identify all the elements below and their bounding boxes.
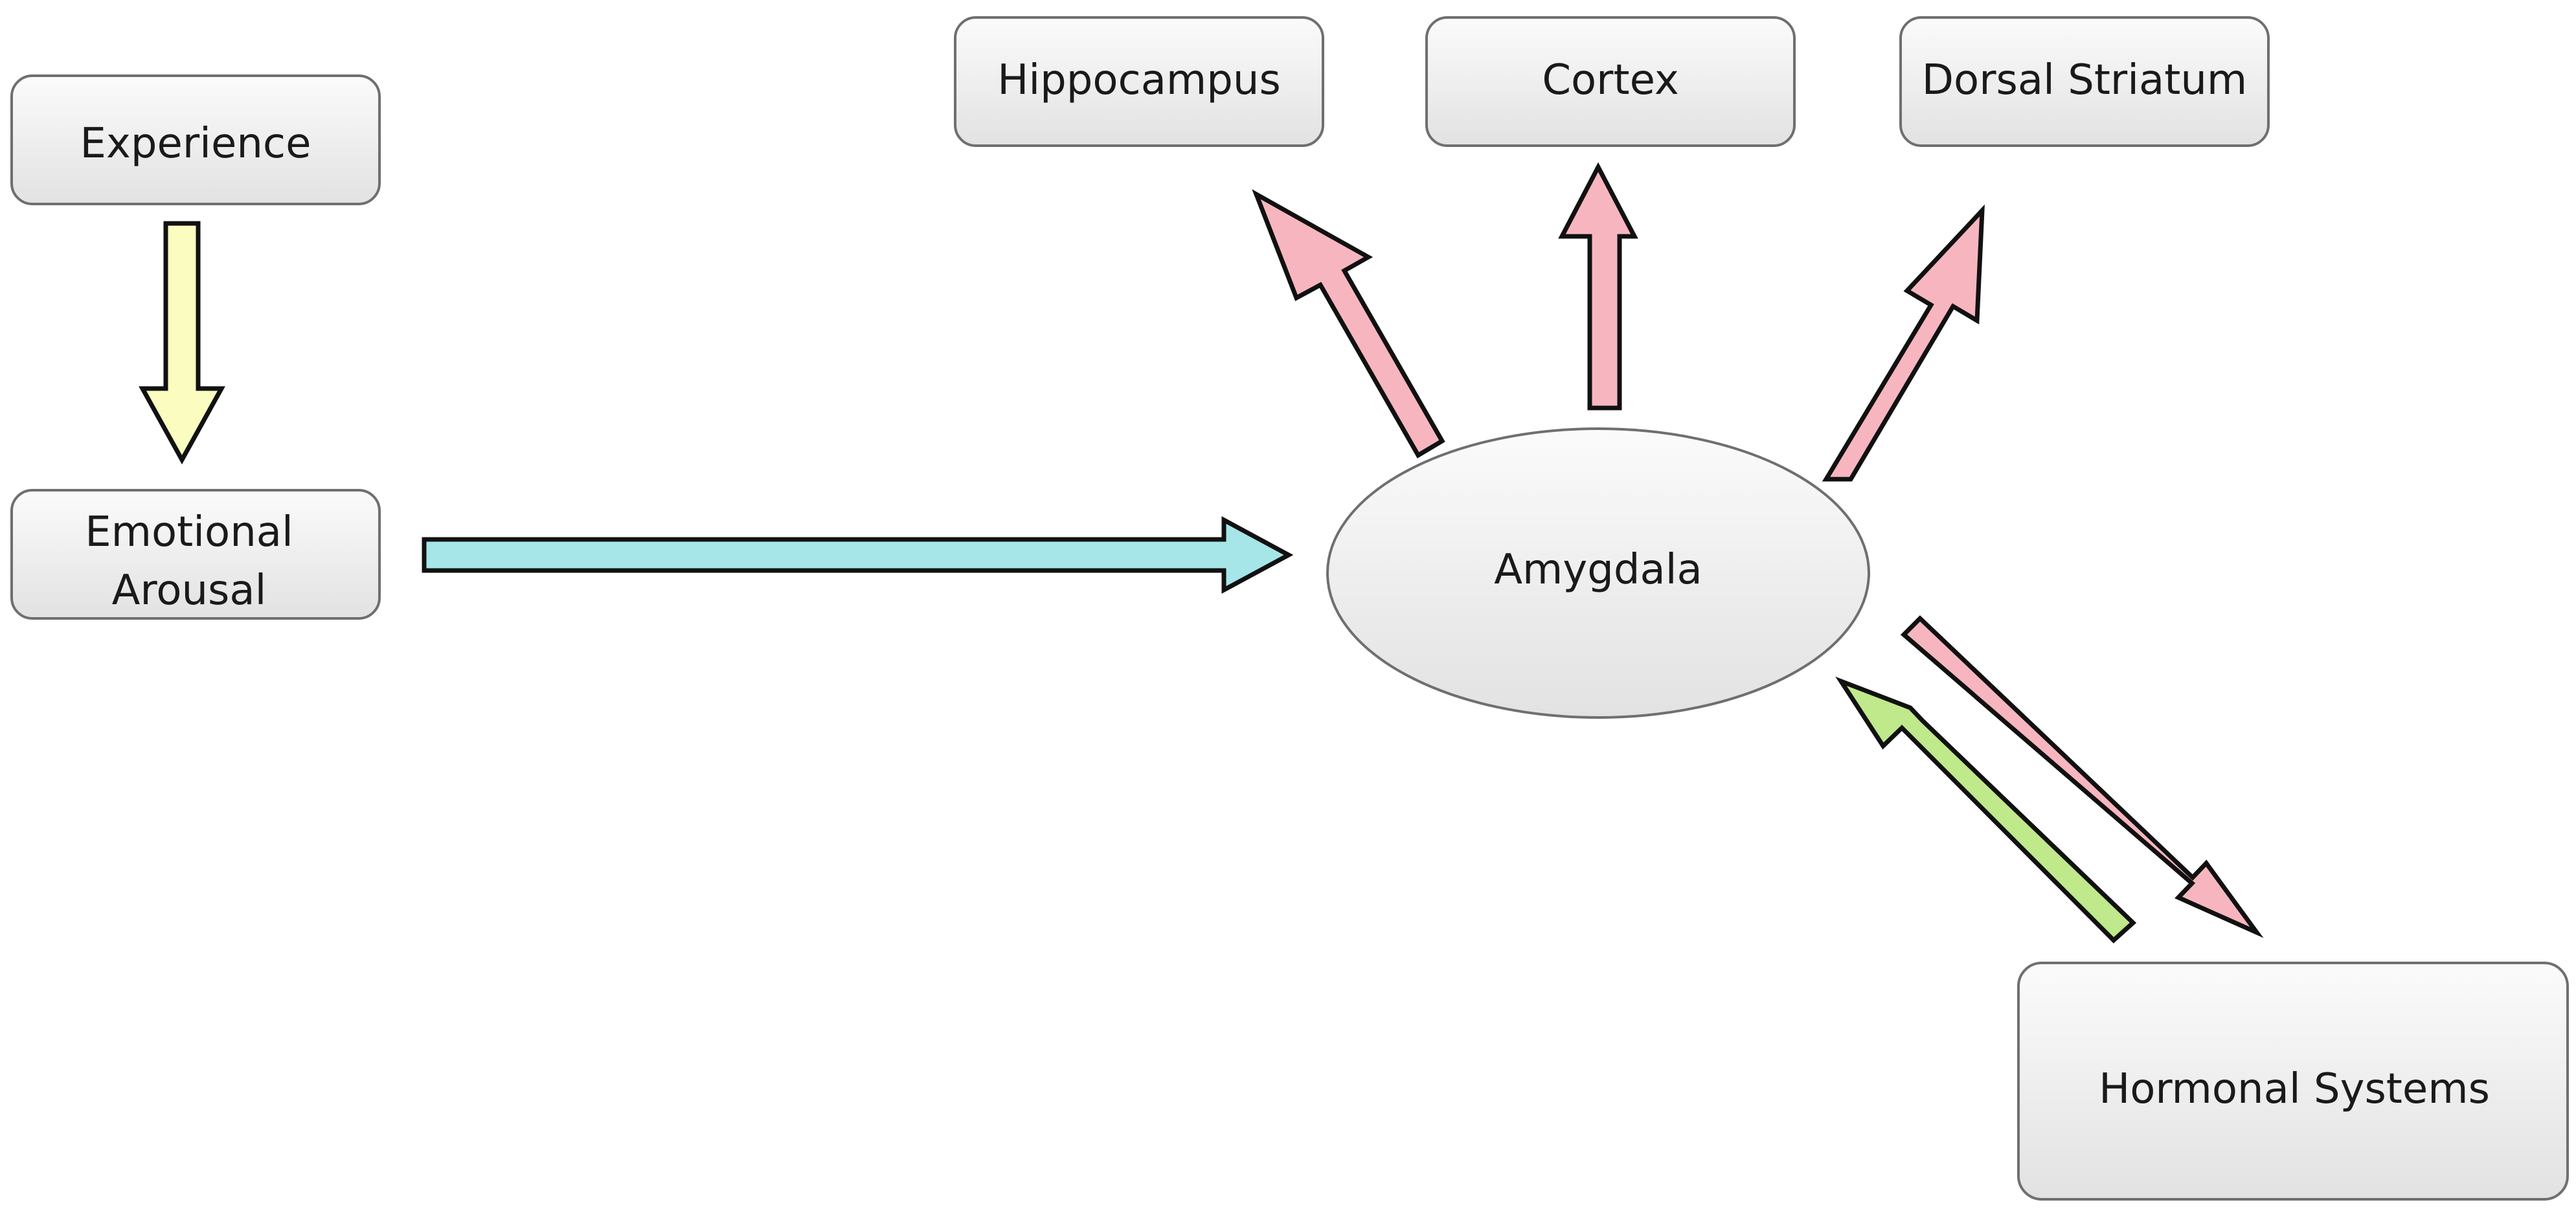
amygdala-label: Amygdala (1494, 546, 1702, 594)
hormonal-systems-label: Hormonal Systems (2099, 1065, 2490, 1113)
emotional-arousal-label-line1: Emotional (85, 508, 293, 556)
node-experience: Experience (10, 74, 381, 205)
node-cortex: Cortex (1425, 16, 1796, 147)
arrow-amygdala-to-hormonal-systems (1900, 615, 2264, 938)
arrow-hormonal-systems-to-amygdala (1835, 676, 2137, 943)
experience-box (10, 74, 381, 205)
emotional-arousal-box (10, 489, 381, 620)
experience-label: Experience (80, 120, 311, 168)
arrow-experience-to-arousal (139, 221, 225, 465)
dorsal-striatum-label: Dorsal Striatum (1922, 56, 2247, 104)
node-hormonal-systems: Hormonal Systems (2017, 962, 2569, 1201)
node-hippocampus: Hippocampus (954, 16, 1324, 147)
emotional-arousal-label-line2: Arousal (112, 567, 267, 615)
arrow-arousal-to-amygdala (422, 516, 1294, 594)
cortex-box (1425, 16, 1796, 147)
hippocampus-box (954, 16, 1324, 147)
arrow-amygdala-to-cortex (1558, 162, 1638, 411)
amygdala-ellipse (1326, 427, 1870, 719)
node-amygdala: Amygdala (1326, 427, 1870, 719)
node-emotional-arousal: Emotional Arousal (10, 489, 381, 620)
cortex-label: Cortex (1542, 56, 1678, 104)
arrow-amygdala-to-dorsal-striatum (1822, 204, 1985, 482)
hippocampus-label: Hippocampus (997, 56, 1281, 104)
node-dorsal-striatum: Dorsal Striatum (1899, 16, 2270, 147)
arrow-amygdala-to-hippocampus (1252, 189, 1445, 458)
hormonal-systems-box (2017, 962, 2569, 1201)
dorsal-striatum-box (1899, 16, 2270, 147)
